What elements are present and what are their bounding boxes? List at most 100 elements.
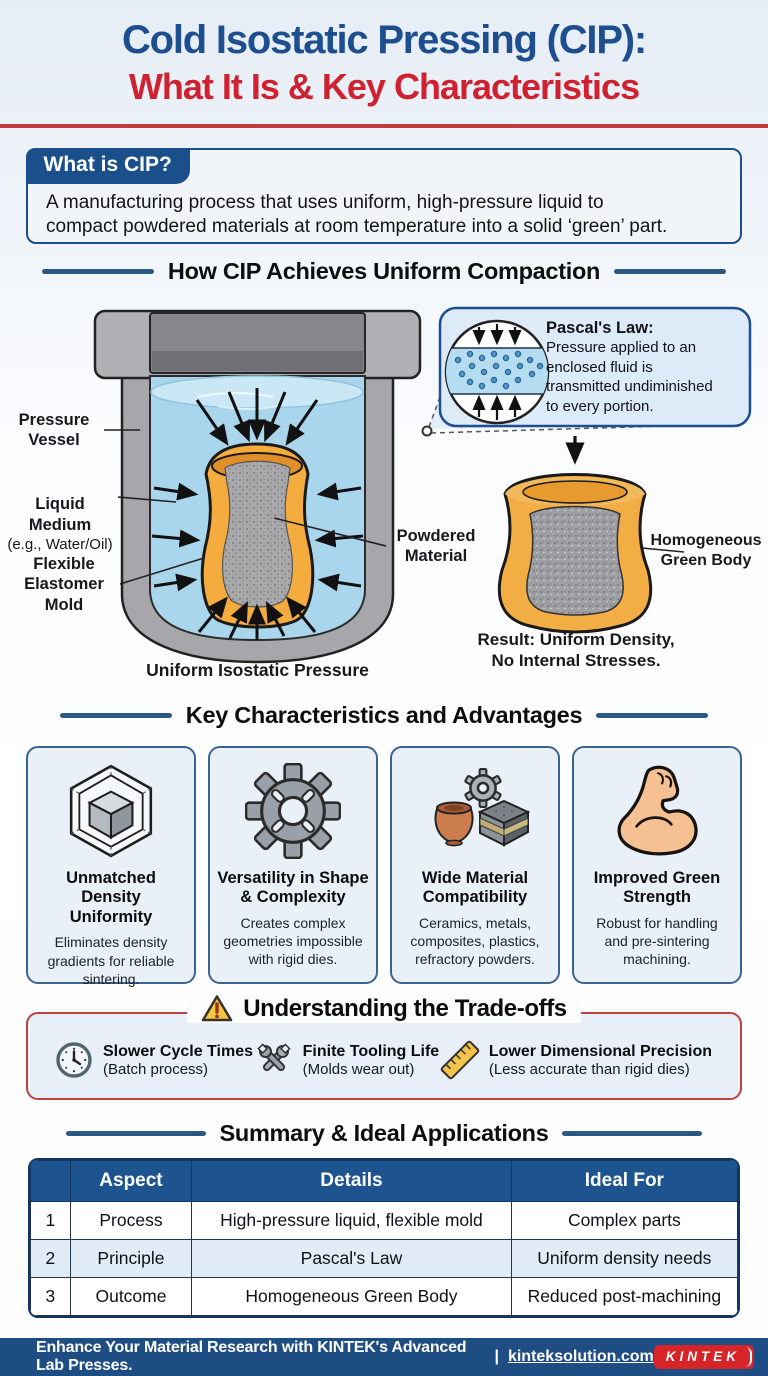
section-title: Key Characteristics and Advantages: [185, 702, 583, 728]
table-cell: Reduced post-machining: [510, 1277, 738, 1316]
advantage-cards: Unmatched Density Uniformity Eliminates …: [26, 746, 742, 987]
table-cell: Principle: [69, 1239, 193, 1278]
summary-table: Aspect Details Ideal For 1 Process High-…: [28, 1158, 740, 1318]
section-dash: [59, 713, 172, 718]
card-material-compatibility: Wide Material Compatibility Ceramics, me…: [390, 746, 560, 984]
page-title: Cold Isostatic Pressing (CIP):: [121, 18, 647, 62]
label-liquid-medium-note: (e.g., Water/Oil): [7, 536, 113, 554]
table-row: 3 Outcome Homogeneous Green Body Reduced…: [30, 1277, 738, 1316]
ceramic-pot-icon: [434, 801, 474, 847]
what-is-cip-body: A manufacturing process that uses unifor…: [46, 192, 668, 238]
footer-separator: |: [494, 1348, 499, 1365]
label-powdered-material: Powdered Material: [396, 527, 476, 566]
section-dash: [562, 1131, 703, 1136]
ruler-icon: [440, 1040, 480, 1080]
tradeoff-subtitle: (Molds wear out): [302, 1061, 415, 1079]
table-header-aspect: Aspect: [69, 1160, 193, 1202]
tradeoff-precision: Lower Dimensional Precision (Less accura…: [440, 1040, 712, 1080]
tradeoffs-title: Understanding the Trade-offs: [243, 994, 567, 1022]
section-header-summary: Summary & Ideal Applications: [0, 1120, 768, 1147]
table-cell: Outcome: [69, 1277, 193, 1316]
section-dash: [65, 1131, 206, 1136]
clock-icon: [56, 1042, 92, 1078]
section-header-advantages: Key Characteristics and Advantages: [0, 702, 768, 729]
pascal-law-title: Pascal's Law:: [546, 319, 654, 337]
footer-link[interactable]: kinteksolution.com: [507, 1348, 654, 1365]
table-cell: Uniform density needs: [510, 1239, 738, 1278]
label-flexible-mold: Flexible Elastomer Mold: [24, 555, 104, 614]
table-cell: 2: [30, 1239, 71, 1278]
tradeoff-cycle-times: Slower Cycle Times (Batch process): [54, 1040, 253, 1080]
table-cell: Homogeneous Green Body: [191, 1277, 512, 1316]
tradeoff-subtitle: (Less accurate than rigid dies): [488, 1061, 690, 1079]
table-header-row: Aspect Details Ideal For: [30, 1160, 738, 1202]
section-title: How CIP Achieves Uniform Compaction: [167, 258, 601, 284]
section-dash: [41, 269, 154, 274]
tradeoffs-header: Understanding the Trade-offs: [28, 994, 740, 1023]
card-body: Ceramics, metals, composites, plastics, …: [410, 914, 540, 968]
green-body-illustration: [497, 473, 653, 634]
card-green-strength: Improved Green Strength Robust for handl…: [572, 746, 742, 984]
card-shape-versatility: Versatility in Shape & Complexity Create…: [208, 746, 378, 984]
tools-icon: [257, 1043, 291, 1072]
label-uniform-isostatic-pressure: Uniform Isostatic Pressure: [146, 660, 369, 680]
pascal-law-body: Pressure applied to an enclosed fluid is…: [546, 339, 713, 415]
table-cell: Complex parts: [510, 1201, 738, 1240]
table-header-index: [30, 1160, 71, 1202]
footer-message: Enhance Your Material Research with KINT…: [36, 1339, 467, 1374]
card-body: Eliminates density gradients for reliabl…: [47, 934, 175, 987]
label-liquid-medium: Liquid Medium (e.g., Water/Oil): [0, 474, 120, 575]
table-cell: Pascal's Law: [191, 1239, 512, 1278]
composite-block-icon: [477, 799, 530, 847]
label-liquid-medium-main: Liquid Medium: [28, 495, 92, 534]
kintek-logo: KINTEK: [653, 1345, 754, 1369]
tradeoff-subtitle: (Batch process): [103, 1061, 209, 1079]
pascal-arrows: [472, 324, 522, 420]
tradeoffs-box: Understanding the Trade-offs: [26, 994, 742, 1100]
what-is-cip-badge: What is CIP?: [25, 147, 190, 184]
table-cell: 3: [30, 1277, 71, 1316]
label-result: Result: Uniform Density, No Internal Str…: [477, 630, 675, 671]
warning-icon: [202, 995, 233, 1022]
density-cube-icon: [69, 764, 153, 858]
fluid-molecules: [454, 350, 544, 390]
card-title: Versatility in Shape & Complexity: [217, 869, 369, 907]
pressure-arrows: [151, 388, 364, 640]
table-row: 2 Principle Pascal's Law Uniform density…: [30, 1239, 738, 1278]
section-dash: [614, 269, 727, 274]
flexible-mold-illustration: [200, 442, 315, 629]
cip-process-diagram: [93, 306, 752, 664]
materials-icon: [434, 768, 530, 847]
section-header-compaction: How CIP Achieves Uniform Compaction: [0, 258, 768, 285]
what-is-cip-box: What is CIP? A manufacturing process tha…: [25, 147, 742, 244]
tradeoff-title: Slower Cycle Times: [103, 1042, 253, 1060]
section-title: Summary & Ideal Applications: [219, 1120, 549, 1146]
card-title: Unmatched Density Uniformity: [66, 869, 156, 926]
table-cell: High-pressure liquid, flexible mold: [191, 1201, 512, 1240]
pascal-law-callout: [438, 306, 752, 428]
card-body: Robust for handling and pre-sintering ma…: [596, 914, 718, 968]
table-header-ideal-for: Ideal For: [510, 1160, 738, 1202]
card-body: Creates complex geometries impossible wi…: [223, 914, 363, 968]
label-pressure-vessel: Pressure Vessel: [18, 411, 90, 450]
section-dash: [596, 713, 709, 718]
footer-bar: Enhance Your Material Research with KINT…: [0, 1338, 768, 1376]
gear-icon: [245, 763, 341, 859]
tradeoff-tooling-life: Finite Tooling Life (Molds wear out): [254, 1040, 440, 1080]
table-cell: Process: [69, 1201, 193, 1240]
table-header-details: Details: [191, 1160, 512, 1202]
tradeoff-title: Finite Tooling Life: [302, 1042, 440, 1060]
label-homogeneous-green-body: Homogeneous Green Body: [650, 532, 762, 569]
powder-fill: [222, 460, 293, 608]
tradeoff-title: Lower Dimensional Precision: [488, 1042, 712, 1060]
muscle-arm-icon: [617, 765, 698, 856]
pascal-law-text: Pascal's Law: Pressure applied to an enc…: [546, 319, 750, 416]
title-divider: [0, 124, 768, 128]
card-title: Wide Material Compatibility: [421, 869, 529, 907]
label-leader-lines: [104, 429, 685, 585]
card-density-uniformity: Unmatched Density Uniformity Eliminates …: [26, 746, 196, 987]
page-subtitle: What It Is & Key Characteristics: [128, 66, 640, 107]
card-title: Improved Green Strength: [593, 869, 721, 907]
table-cell: 1: [30, 1201, 71, 1240]
